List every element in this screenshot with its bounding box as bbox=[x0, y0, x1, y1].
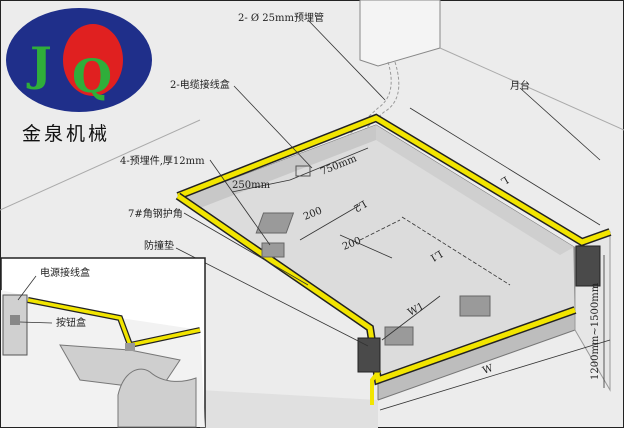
dim-line-200a bbox=[299, 204, 361, 241]
edge-angle-steel-back bbox=[177, 115, 611, 245]
junction-box-icon bbox=[295, 165, 311, 177]
label-button-box: 按钮盒 bbox=[56, 316, 86, 329]
logo-red-dot bbox=[63, 24, 123, 96]
inset-wall-curve bbox=[117, 368, 197, 428]
logo-mark-j: J bbox=[26, 37, 52, 91]
dim-line-l1 bbox=[401, 216, 511, 286]
inset-edge-angle-steel bbox=[27, 298, 201, 348]
dim-line-w bbox=[379, 339, 611, 411]
embedded-plate-1 bbox=[255, 212, 295, 234]
leader-junction-box bbox=[233, 85, 313, 169]
platform-edge-right bbox=[439, 47, 624, 131]
dim-line-200b bbox=[339, 234, 393, 259]
wall-block bbox=[359, 0, 441, 67]
dim-line-750 bbox=[289, 147, 369, 181]
dim-250: 250mm bbox=[232, 180, 271, 191]
bumper-right bbox=[575, 245, 601, 287]
label-conduit: 2- Ø 25mm预埋管 bbox=[238, 11, 324, 24]
leader-embedded-plate bbox=[209, 159, 271, 246]
dim-line-l2 bbox=[359, 219, 401, 241]
pit-right-wall bbox=[376, 125, 574, 255]
embedded-plate-3 bbox=[459, 295, 491, 317]
dim-line-w1 bbox=[381, 295, 441, 341]
dim-height-range: 1200mm~1500mm bbox=[590, 282, 601, 380]
conduit-line-2 bbox=[319, 61, 400, 171]
label-bumper: 防撞垫 bbox=[144, 239, 174, 252]
leader-angle-steel bbox=[183, 212, 309, 286]
pit-back-wall bbox=[185, 125, 376, 208]
dim-w: W bbox=[481, 363, 495, 377]
inset-leader-power bbox=[17, 275, 37, 301]
label-angle-steel: 7#角钢护角 bbox=[128, 207, 183, 220]
dim-line-250 bbox=[231, 179, 291, 193]
inset-leader-button bbox=[19, 321, 53, 324]
platform-edge-left bbox=[0, 119, 201, 211]
dim-l: L bbox=[498, 173, 510, 186]
logo-mark-q: Q bbox=[72, 49, 112, 103]
leader-conduit bbox=[307, 19, 386, 101]
dim-line-l bbox=[409, 107, 601, 226]
label-power-box: 电源接线盒 bbox=[40, 266, 90, 279]
embedded-plate-2 bbox=[261, 242, 285, 258]
leader-platform bbox=[519, 87, 601, 161]
front-slab bbox=[200, 390, 378, 428]
label-embedded-plate: 4-预埋件,厚12mm bbox=[120, 155, 205, 167]
inset-detail: 电源接线盒 按钮盒 bbox=[0, 257, 206, 428]
embedded-plate-4 bbox=[384, 326, 414, 346]
label-platform: 月台 bbox=[510, 79, 530, 92]
inset-button-box bbox=[10, 315, 20, 325]
bumper-left bbox=[357, 337, 381, 373]
leader-bumper bbox=[175, 247, 369, 347]
label-junction-box: 2-电缆接线盒 bbox=[170, 78, 230, 91]
conduit-line-1 bbox=[315, 61, 392, 166]
inset-plate bbox=[125, 343, 135, 351]
brand-name: 金泉机械 bbox=[22, 123, 110, 145]
edge-angle-steel-corner bbox=[370, 368, 382, 405]
